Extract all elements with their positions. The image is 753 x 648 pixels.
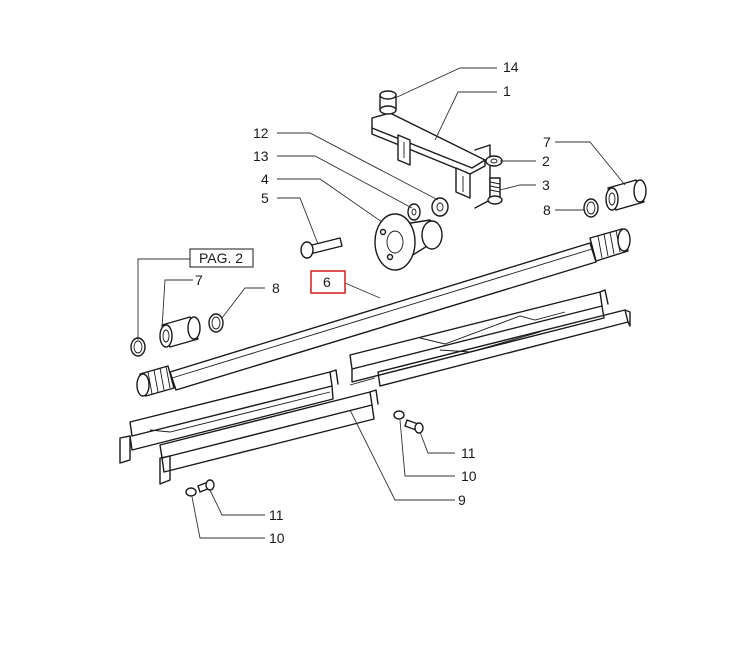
- highlight-box: [310, 270, 346, 294]
- label-part-10-right[interactable]: 10: [461, 468, 477, 484]
- washer-and-screw: [485, 155, 503, 205]
- label-part-10-left[interactable]: 10: [269, 530, 285, 546]
- hub-assembly: [300, 197, 449, 271]
- label-part-12[interactable]: 12: [253, 125, 269, 141]
- label-part-9[interactable]: 9: [458, 492, 466, 508]
- label-part-13[interactable]: 13: [253, 148, 269, 164]
- label-part-5[interactable]: 5: [261, 190, 269, 206]
- label-part-2[interactable]: 2: [542, 153, 550, 169]
- guide-rail-assembly: [119, 289, 631, 485]
- label-part-11-right[interactable]: 11: [461, 445, 476, 461]
- label-part-4[interactable]: 4: [261, 171, 269, 187]
- label-part-1[interactable]: 1: [503, 83, 511, 99]
- spacer-washer: [130, 337, 146, 357]
- label-part-7-right[interactable]: 7: [543, 134, 551, 150]
- label-part-6[interactable]: 6: [323, 274, 331, 290]
- label-part-7-left[interactable]: 7: [195, 272, 203, 288]
- label-part-8-right[interactable]: 8: [543, 202, 551, 218]
- label-part-11-left[interactable]: 11: [269, 507, 284, 523]
- bushing-left: [159, 316, 201, 348]
- label-part-8-left[interactable]: 8: [272, 280, 280, 296]
- page-reference-label[interactable]: PAG. 2: [199, 250, 243, 266]
- mounting-bracket: [371, 90, 491, 209]
- bushing-right: [605, 179, 647, 211]
- splined-shaft: [136, 228, 631, 397]
- label-part-3[interactable]: 3: [542, 177, 550, 193]
- page-reference[interactable]: PAG. 2: [189, 248, 254, 268]
- screw-set-right: [393, 410, 424, 434]
- part-labels: 14 1 12 13 4 5 2 3 7 8 7 8 6 11 10 9 11 …: [195, 59, 551, 546]
- snap-ring-right: [583, 198, 599, 218]
- page-reference-box[interactable]: [189, 248, 254, 268]
- leader-lines: [137, 67, 626, 539]
- snap-ring-left: [208, 313, 224, 333]
- label-part-14[interactable]: 14: [503, 59, 519, 75]
- screw-set-left: [185, 479, 215, 497]
